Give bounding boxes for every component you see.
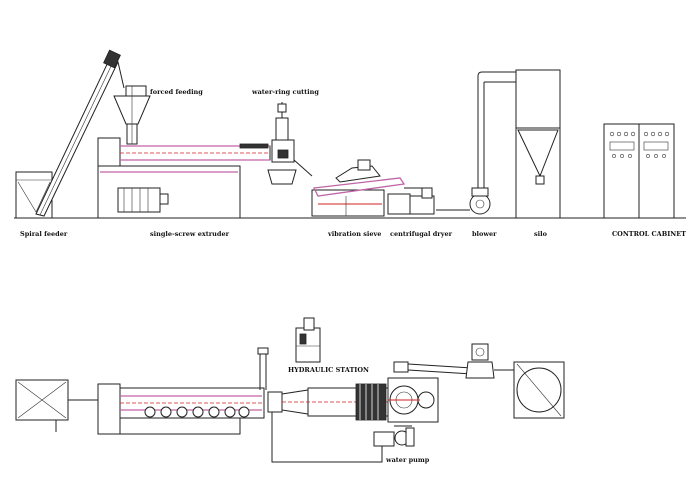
label-single-screw-extruder: single-screw extruder [150,230,230,238]
label-control-cabinet: CONTROL CABINET [612,230,686,238]
label-water-ring-cutting: water-ring cutting [251,88,319,96]
plan-extruder-heaters [144,406,250,418]
label-silo: silo [534,230,548,238]
label-vibration-sieve: vibration sieve [327,230,381,238]
label-centrifugal-dryer: centrifugal dryer [390,230,453,238]
control-cabinet-indicators [609,131,670,158]
hydraulic-station [295,317,321,363]
label-spiral-feeder: Spiral feeder [20,230,68,238]
silo [515,69,561,219]
centrifugal-dryer [387,187,470,215]
label-blower: blower [472,230,497,238]
plan-silo [513,361,565,419]
forced-feeding-hopper [113,85,151,145]
label-water-pump: water pump [385,456,430,464]
label-hydraulic-station: HYDRAULIC STATION [288,366,369,374]
plan-extruder [97,347,269,435]
single-screw-extruder [97,137,271,219]
plan-conveying-pipe [393,343,516,379]
plan-view: HYDRAULIC STATION water pump [15,317,565,464]
plan-feeder-hopper [15,379,98,432]
plan-sieve-grid [355,383,387,421]
vibration-sieve [311,159,406,217]
label-forced-feeding: forced feeding [150,88,203,96]
water-pump-system [271,412,415,463]
side-elevation-view: Spiral feeder forced feeding water-ring … [14,49,686,238]
spiral-conveyor [35,49,125,217]
plan-cutter-dryer [267,377,439,423]
control-cabinet [603,123,675,219]
water-ring-cutter [267,102,313,185]
blower [469,71,528,215]
